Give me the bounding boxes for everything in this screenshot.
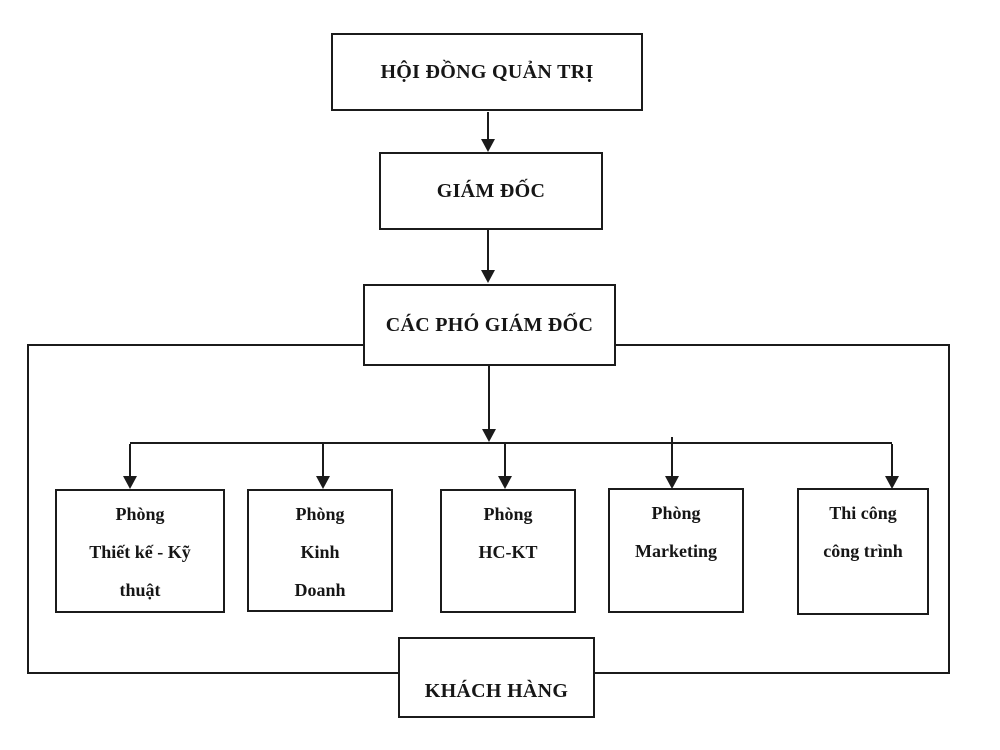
loop-right-line bbox=[948, 344, 950, 674]
arrowhead-deputy-bus bbox=[482, 429, 496, 442]
loop-bottom-left-line bbox=[27, 672, 399, 674]
node-dept-design: Phòng Thiết kế - Kỹ thuật bbox=[55, 489, 225, 613]
loop-bottom-right-line bbox=[594, 672, 950, 674]
node-dept-business-line2: Kinh bbox=[300, 542, 340, 562]
node-customers-label: KHÁCH HÀNG bbox=[424, 680, 569, 702]
node-dept-hckt-line1: Phòng bbox=[483, 504, 533, 524]
node-dept-marketing-line1: Phòng bbox=[651, 503, 701, 523]
node-dept-construction: Thi công công trình bbox=[797, 488, 929, 615]
drop-dept-hckt bbox=[504, 444, 506, 476]
arrowhead-dept-marketing bbox=[665, 476, 679, 489]
node-dept-design-line1: Phòng bbox=[115, 504, 165, 524]
arrowhead-dept-construction bbox=[885, 476, 899, 489]
drop-dept-business bbox=[322, 444, 324, 477]
node-director: GIÁM ĐỐC bbox=[379, 152, 603, 230]
arrowhead-board-director bbox=[481, 139, 495, 152]
loop-left-line bbox=[27, 344, 29, 674]
arrowhead-dept-design bbox=[123, 476, 137, 489]
node-dept-design-line2: Thiết kế - Kỹ bbox=[89, 542, 191, 562]
drop-dept-design bbox=[129, 444, 131, 477]
connector-director-deputy bbox=[487, 230, 489, 271]
node-dept-business-line3: Doanh bbox=[294, 580, 346, 600]
node-dept-hckt: Phòng HC-KT bbox=[440, 489, 576, 613]
node-dept-hckt-line2: HC-KT bbox=[478, 542, 538, 562]
node-dept-business: Phòng Kinh Doanh bbox=[247, 489, 393, 612]
arrowhead-dept-business bbox=[316, 476, 330, 489]
node-dept-marketing-line2: Marketing bbox=[635, 541, 717, 561]
bus-line bbox=[130, 442, 892, 444]
node-dept-construction-line2: công trình bbox=[823, 541, 903, 561]
node-dept-marketing: Phòng Marketing bbox=[608, 488, 744, 613]
node-deputy-directors: CÁC PHÓ GIÁM ĐỐC bbox=[363, 284, 616, 366]
drop-dept-construction bbox=[891, 444, 893, 477]
arrowhead-dept-hckt bbox=[498, 476, 512, 489]
connector-board-director bbox=[487, 112, 489, 140]
node-deputy-directors-label: CÁC PHÓ GIÁM ĐỐC bbox=[385, 313, 594, 336]
node-dept-construction-line1: Thi công bbox=[829, 503, 897, 523]
node-board-label: HỘI ĐỒNG QUẢN TRỊ bbox=[380, 60, 594, 83]
node-dept-business-line1: Phòng bbox=[295, 504, 345, 524]
node-customers: KHÁCH HÀNG bbox=[398, 637, 595, 718]
node-board: HỘI ĐỒNG QUẢN TRỊ bbox=[331, 33, 643, 111]
arrowhead-director-deputy bbox=[481, 270, 495, 283]
connector-deputy-bus bbox=[488, 366, 490, 430]
node-director-label: GIÁM ĐỐC bbox=[436, 179, 546, 202]
drop-dept-marketing bbox=[671, 437, 673, 476]
loop-top-right-line bbox=[615, 344, 950, 346]
node-dept-design-line3: thuật bbox=[119, 580, 161, 600]
loop-top-left-line bbox=[28, 344, 364, 346]
